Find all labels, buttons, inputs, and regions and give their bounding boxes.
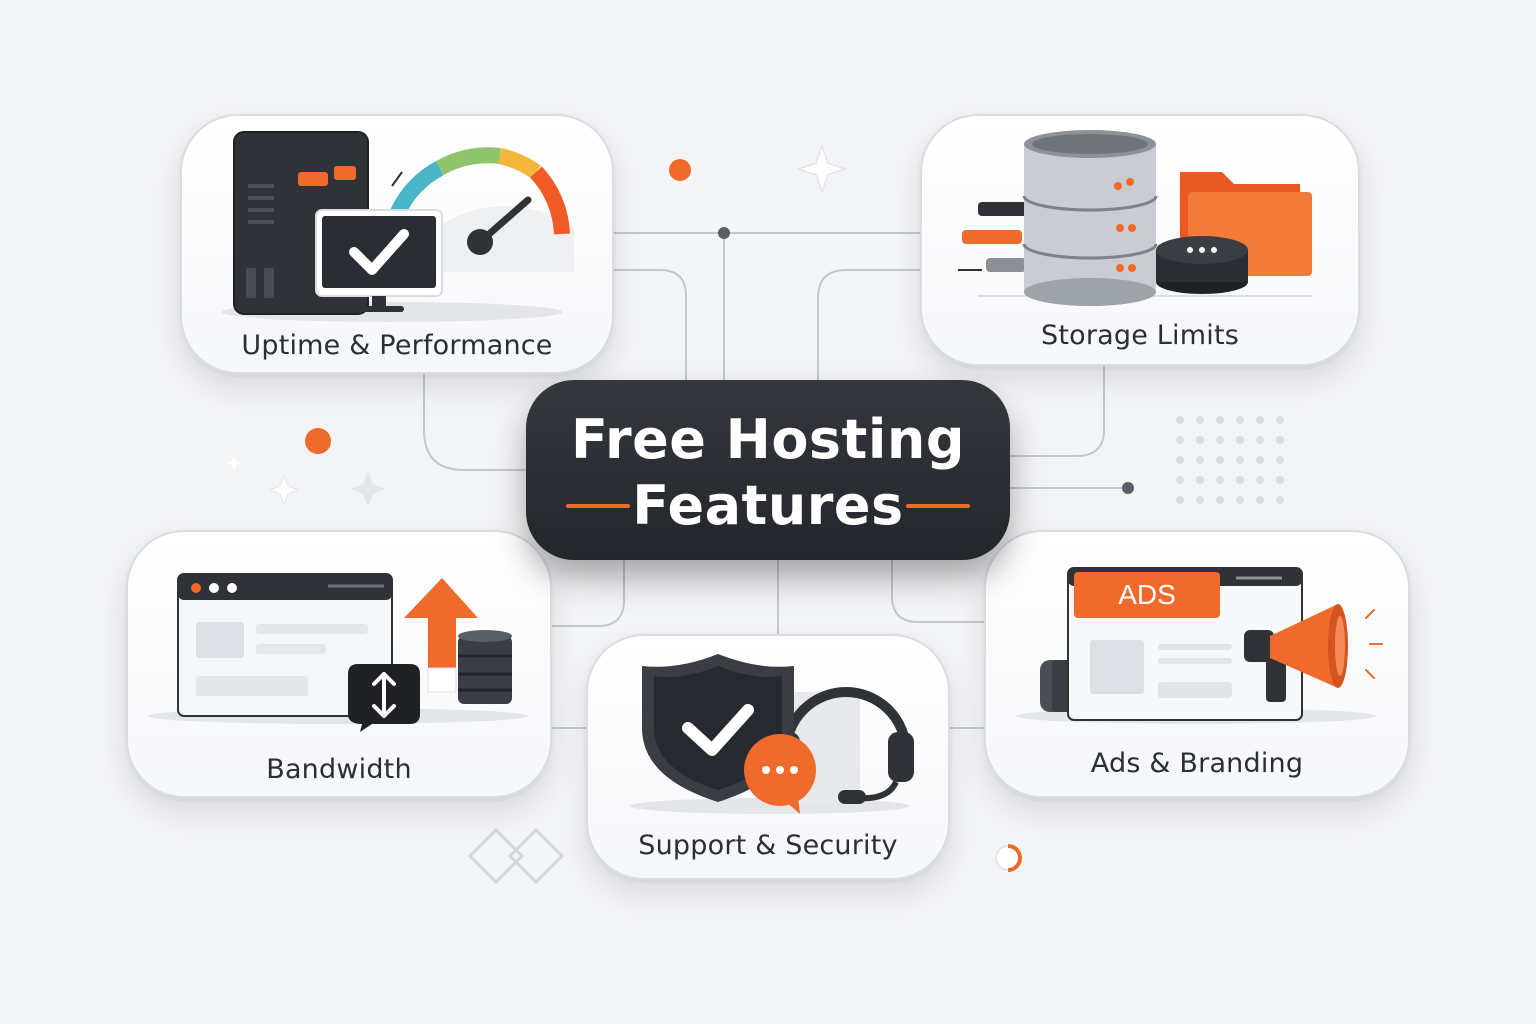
dot-grid <box>1176 416 1284 504</box>
sparkle-icon <box>350 472 386 507</box>
shield-headset-icon <box>630 654 914 814</box>
feature-label: Support & Security <box>638 830 898 861</box>
database-folder-icon <box>958 130 1312 306</box>
feature-card-support: Support & Security <box>586 634 950 880</box>
center-title-line1: Free Hosting <box>571 408 965 471</box>
sparkle-icon <box>227 456 241 470</box>
feature-label: Ads & Branding <box>1090 748 1304 779</box>
center-title-node: Free Hosting Features <box>526 380 1010 560</box>
decor-dot <box>305 428 331 454</box>
sparkle-icon <box>796 143 848 195</box>
decor-dot <box>669 159 691 181</box>
feature-label: Bandwidth <box>266 754 412 785</box>
ads-badge-text: ADS <box>1118 579 1176 610</box>
accent-dash <box>566 504 630 508</box>
ads-megaphone-icon <box>1016 567 1383 724</box>
browser-upload-icon <box>148 573 528 732</box>
feature-card-storage: Storage Limits <box>920 114 1360 366</box>
connector-node <box>718 227 730 239</box>
connector-node <box>1122 482 1134 494</box>
center-title-line2: Features <box>632 474 904 537</box>
feature-label: Uptime & Performance <box>241 330 553 361</box>
server-speedometer-icon <box>222 131 574 322</box>
feature-card-bandwidth: Bandwidth <box>126 530 552 798</box>
accent-dash <box>906 504 970 508</box>
feature-card-uptime: Uptime & Performance <box>180 114 614 374</box>
feature-label: Storage Limits <box>1040 320 1240 351</box>
sparkle-icon <box>268 474 300 506</box>
diamond-decor-icon <box>467 827 565 885</box>
feature-card-ads: ADS Ads & Branding <box>984 530 1410 798</box>
